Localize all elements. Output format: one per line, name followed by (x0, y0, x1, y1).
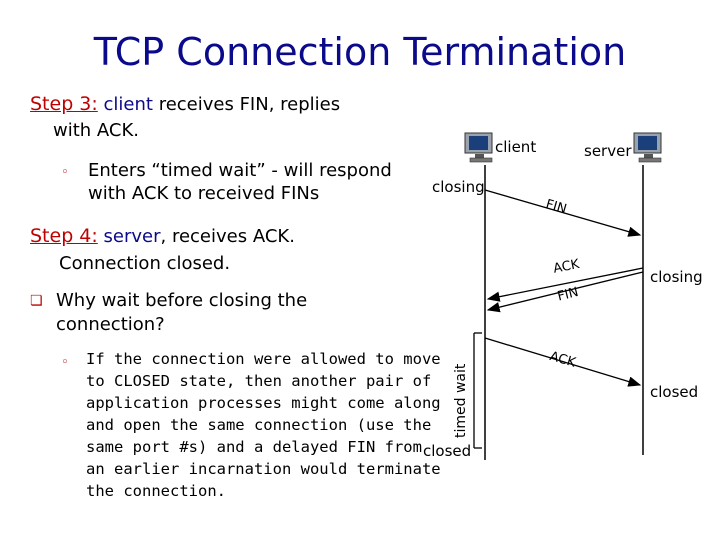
client-closed-label: closed (423, 442, 472, 460)
step3-label: Step 3: (30, 93, 98, 115)
step3-text1: receives FIN, replies (152, 94, 341, 115)
note-line: application processes might come along (86, 394, 441, 412)
step4-line1: Step 4: server, receives ACK. (30, 225, 295, 247)
computer-icon (464, 132, 493, 163)
slide-title: TCP Connection Termination (93, 30, 627, 74)
timed-wait-label: timed wait (453, 363, 469, 438)
client-closing-label: closing (432, 178, 485, 196)
server-closing-label: closing (650, 268, 703, 286)
bullet-square-icon: ❏ (30, 293, 43, 309)
step4-text1: , receives ACK. (160, 226, 295, 247)
server-closed-label: closed (650, 383, 699, 401)
step3-line1: Step 3: client receives FIN, replies (30, 93, 340, 115)
note-line: an earlier incarnation would terminate (86, 460, 441, 478)
step3-actor: client (103, 94, 153, 115)
msg-fin-1-arrow (484, 189, 642, 237)
msg-fin-2-arrow (486, 271, 644, 313)
step3-bullet-line2: with ACK to received FINs (88, 183, 320, 204)
computer-icon (633, 132, 662, 163)
note-line: and open the same connection (use the (86, 416, 432, 434)
note-line: the connection. (86, 482, 226, 500)
step4-line2: Connection closed. (59, 253, 231, 274)
step4-actor: server (103, 226, 161, 247)
note-line: to CLOSED state, then another pair of (86, 372, 432, 390)
question-line1: Why wait before closing the (56, 290, 308, 311)
bullet-marker-icon: ◦ (61, 355, 69, 370)
step3-bullet: Enters “timed wait” - will respond (88, 160, 392, 181)
client-label: client (495, 138, 537, 156)
note-line: same port #s) and a delayed FIN from (86, 438, 422, 456)
step4-label: Step 4: (30, 225, 98, 247)
step3-line2: with ACK. (53, 120, 140, 141)
question-line2: connection? (56, 314, 165, 335)
msg-ack-2-arrow (484, 337, 642, 387)
bullet-marker-icon: ◦ (61, 165, 69, 180)
note-line: If the connection were allowed to move (86, 350, 441, 368)
msg-ack-1-arrow (486, 267, 644, 302)
server-label: server (584, 142, 632, 160)
